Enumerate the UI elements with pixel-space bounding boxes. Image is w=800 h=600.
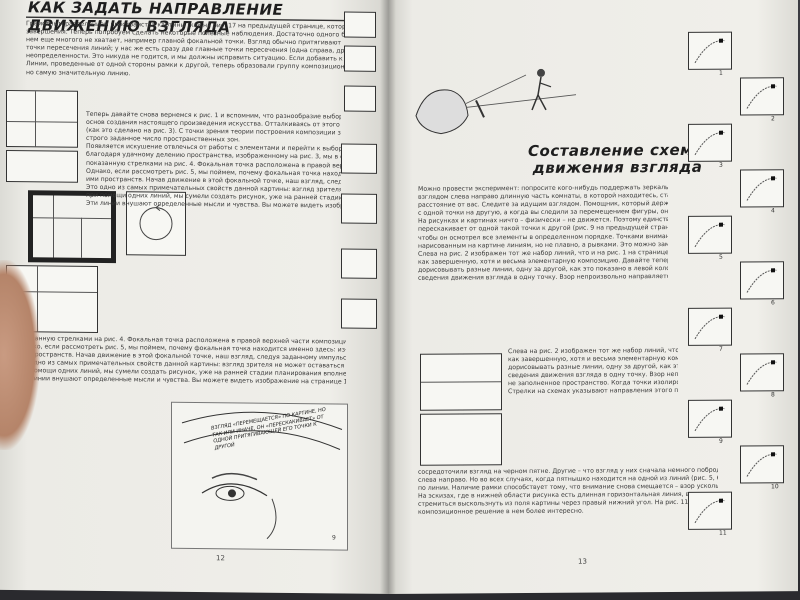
eye-path-figure-7: 7 xyxy=(688,307,732,353)
figure-number: 7 xyxy=(719,345,723,353)
sketch-line xyxy=(421,381,501,383)
right-text-middle: Слева на рис. 2 изображен тот же набор л… xyxy=(508,347,678,458)
figure-number: 9 xyxy=(719,437,723,445)
figure-number: 9 xyxy=(332,534,336,542)
eye-path-figure-9: 9 xyxy=(688,399,732,445)
sketch-line xyxy=(53,195,54,258)
eye-path-arrows xyxy=(746,176,778,201)
circular-arrows xyxy=(139,204,173,241)
heading-underline xyxy=(26,16,356,22)
figure-number: 4 xyxy=(771,207,775,215)
figure-4 xyxy=(341,143,377,174)
right-page-number: 13 xyxy=(578,557,587,566)
eye-path-figure-8: 8 xyxy=(740,353,784,398)
eye-path-arrows xyxy=(746,360,778,385)
eye-path-figure-6: 6 xyxy=(740,261,784,306)
eye-path-figure-4: 4 xyxy=(740,169,784,214)
right-text-top: Можно провести эксперимент: попросите ко… xyxy=(418,184,668,346)
eye-path-arrows xyxy=(694,130,726,156)
figure-9-face-sketch: ВЗГЛЯД «ПЕРЕМЕЩАЕТСЯ» ПО КАРТИНЕ, НО ТАК… xyxy=(171,401,348,551)
man-walking-sketch xyxy=(415,68,577,135)
eye-path-figure-2: 2 xyxy=(740,77,784,122)
text-line: Эти линии внушают определенные мысли и ч… xyxy=(86,199,341,211)
face-drawing xyxy=(181,411,343,540)
heading-line-2: движения взгляда xyxy=(532,157,703,177)
text-line: композиционное решение в нем более интер… xyxy=(418,508,584,517)
eye-path-arrows xyxy=(694,406,726,432)
figure-3 xyxy=(344,85,376,112)
book-gutter xyxy=(380,0,396,594)
hand-holding-book xyxy=(0,260,40,450)
eye-path-figure-1: 1 xyxy=(688,31,732,77)
eye-path-arrows xyxy=(746,268,778,293)
figure-number: 2 xyxy=(771,115,775,123)
figure-inline-1 xyxy=(420,353,502,411)
eye-path-arrows xyxy=(694,498,726,524)
figure-sketch-1 xyxy=(6,89,78,148)
figure-1 xyxy=(344,11,376,38)
figure-inline-2 xyxy=(420,413,502,466)
text-line: Стрелки на схемах указывают направления … xyxy=(508,387,678,396)
text-line: сведения движения взгляда в одну точку. … xyxy=(418,273,668,282)
eye-path-arrows xyxy=(746,84,778,109)
left-text-top: Грамотным разделением пространства карти… xyxy=(26,20,346,93)
sketch-line xyxy=(35,91,36,147)
right-text-lower: сосредоточили взгляд на черном пятне. Др… xyxy=(418,467,718,544)
figure-number: 11 xyxy=(719,529,727,537)
figure-sketch-4 xyxy=(126,191,186,256)
figure-number: 5 xyxy=(719,253,723,261)
figure-number: 6 xyxy=(771,299,775,307)
figure-number: 1 xyxy=(719,69,723,77)
right-page: Составление схемы движения взгляда Можно… xyxy=(388,0,798,594)
eye-path-figure-3: 3 xyxy=(688,123,732,169)
eye-path-arrows xyxy=(694,38,726,64)
figure-7 xyxy=(341,298,377,329)
eye-path-figure-5: 5 xyxy=(688,215,732,261)
left-page-number: 12 xyxy=(216,554,225,563)
eye-path-arrows xyxy=(694,314,726,340)
eye-path-arrows xyxy=(694,222,726,248)
figure-number: 8 xyxy=(771,391,775,399)
right-page-heading: Составление схемы движения взгляда xyxy=(528,141,707,177)
figure-2 xyxy=(344,45,376,72)
figure-number: 10 xyxy=(771,483,779,491)
figure-5 xyxy=(341,193,377,224)
sketch-line xyxy=(7,121,77,123)
figure-number: 3 xyxy=(719,161,723,169)
left-page: КАК ЗАДАТЬ НАПРАВЛЕНИЕ ДВИЖЕНИЮ ВЗГЛЯДА … xyxy=(0,0,388,594)
sketch-line xyxy=(81,217,82,258)
eye-path-figure-11: 11 xyxy=(688,491,732,537)
eye-path-figure-10: 10 xyxy=(740,445,784,490)
eye-mirror-illustration xyxy=(406,54,606,140)
eye-path-arrows xyxy=(746,452,778,477)
left-text-middle: Теперь давайте снова вернемся к рис. 1 и… xyxy=(86,111,341,284)
figure-6 xyxy=(341,248,377,279)
figure-sketch-2 xyxy=(6,149,78,183)
